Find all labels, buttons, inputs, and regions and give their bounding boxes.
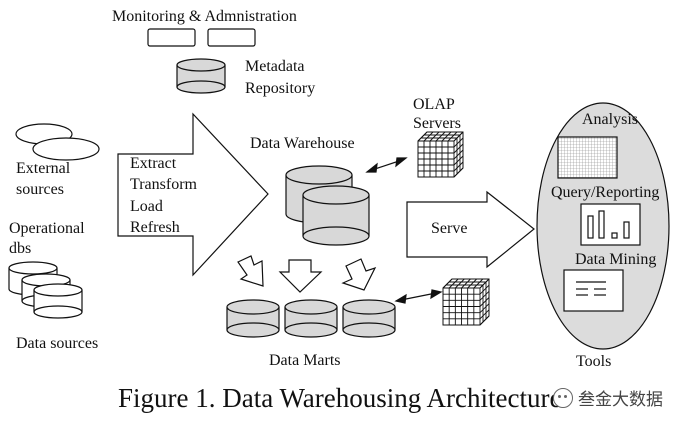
- operational-db-cylinder-3: [33, 283, 83, 319]
- data-warehouse-cylinder-front: [302, 185, 370, 246]
- operational-label-line2: dbs: [9, 240, 32, 257]
- data-mart-cylinder-3: [342, 299, 396, 338]
- monitoring-box-2: [207, 28, 256, 47]
- data-mart-cylinder-1: [226, 299, 280, 338]
- serve-arrow: [406, 190, 535, 269]
- olap-label-line1: OLAP: [413, 96, 455, 113]
- query-reporting-label: Query/Reporting: [551, 184, 660, 201]
- etl-label-load: Load: [130, 198, 163, 215]
- tools-label: Tools: [576, 353, 612, 370]
- mart-arrow-middle: [278, 259, 323, 293]
- metadata-label-line1: Metadata: [245, 58, 305, 75]
- olap-datamart-double-arrow: [394, 289, 443, 304]
- metadata-label-line2: Repository: [245, 80, 316, 97]
- data-marts-label: Data Marts: [269, 352, 341, 369]
- olap-cube-top: [417, 131, 464, 178]
- data-sources-label: Data sources: [16, 335, 99, 352]
- metadata-repository-cylinder: [176, 58, 226, 94]
- data-mining-document-icon: [563, 269, 624, 312]
- external-label-line1: External: [16, 160, 71, 177]
- data-warehouse-label: Data Warehouse: [250, 135, 355, 152]
- etl-label-transform: Transform: [130, 176, 197, 193]
- operational-label-line1: Operational: [9, 220, 85, 237]
- external-label-line2: sources: [16, 181, 64, 198]
- analysis-grid-icon: [557, 136, 618, 179]
- analysis-label: Analysis: [582, 111, 638, 128]
- watermark-text: 叁金大数据: [578, 390, 663, 410]
- serve-label: Serve: [431, 220, 468, 237]
- external-source-ellipse-2: [32, 137, 100, 161]
- figure-caption: Figure 1. Data Warehousing Architecture: [118, 383, 562, 413]
- etl-label-refresh: Refresh: [130, 219, 180, 236]
- query-reporting-chart-icon: [580, 203, 641, 246]
- wechat-icon: [553, 387, 573, 408]
- data-mart-cylinder-2: [284, 299, 338, 338]
- olap-warehouse-double-arrow: [365, 157, 408, 173]
- olap-label-line2: Servers: [413, 115, 461, 132]
- olap-cube-bottom: [442, 278, 490, 326]
- monitoring-label: Monitoring & Admnistration: [112, 8, 297, 25]
- monitoring-box-1: [147, 28, 196, 47]
- etl-arrow: [117, 112, 269, 277]
- etl-label-extract: Extract: [130, 155, 177, 172]
- mart-arrow-right: [341, 258, 377, 291]
- watermark: 叁金大数据: [553, 385, 663, 410]
- mart-arrow-left: [237, 255, 264, 287]
- data-mining-label: Data Mining: [575, 251, 657, 268]
